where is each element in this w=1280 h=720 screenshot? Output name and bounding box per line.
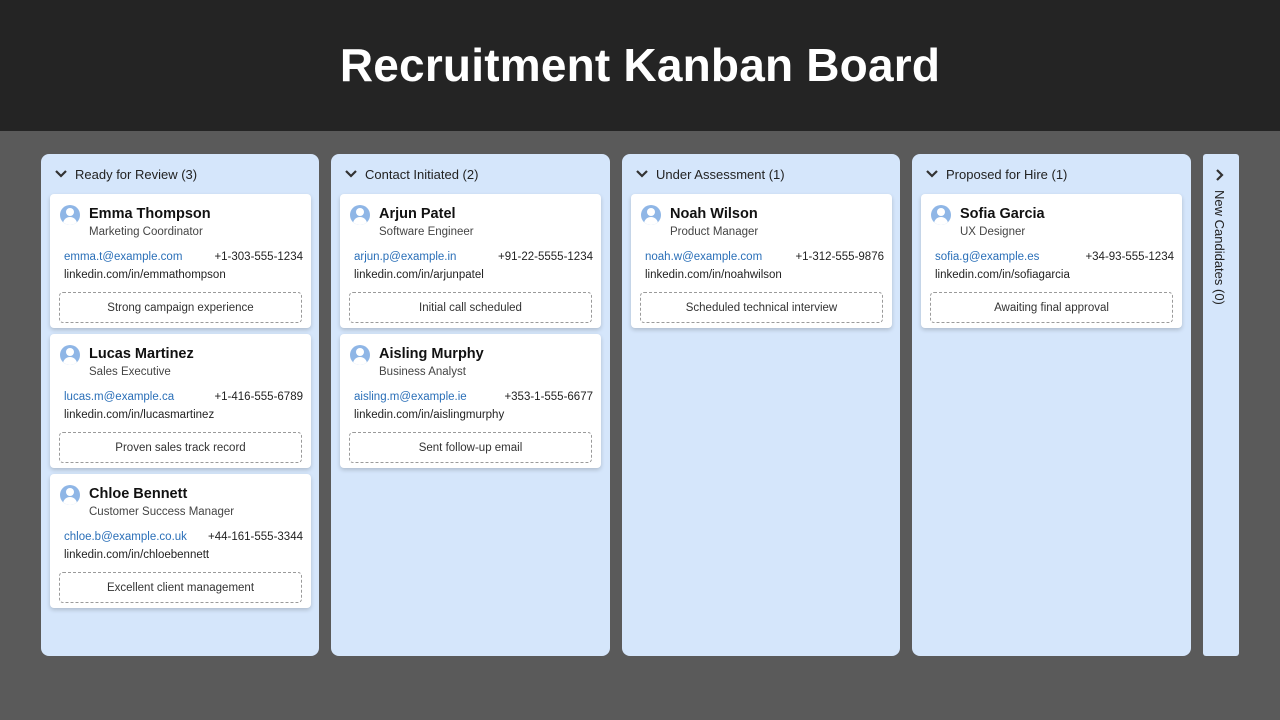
chevron-down-icon[interactable]: [634, 166, 650, 182]
candidate-note: Initial call scheduled: [349, 292, 592, 323]
board-header: Recruitment Kanban Board: [0, 0, 1280, 131]
candidate-email-link[interactable]: arjun.p@example.in: [354, 251, 457, 263]
column-ready-for-review: Ready for Review (3) Emma Thompson Marke…: [41, 154, 319, 656]
candidate-role: Customer Success Manager: [89, 506, 235, 518]
column-title: Proposed for Hire (1): [946, 166, 1068, 182]
column-title: Under Assessment (1): [656, 166, 785, 182]
candidate-note: Excellent client management: [59, 572, 302, 603]
column-contact-initiated: Contact Initiated (2) Arjun Patel Softwa…: [331, 154, 610, 656]
candidate-linkedin: linkedin.com/in/emmathompson: [64, 269, 226, 281]
candidate-card[interactable]: Lucas Martinez Sales Executive lucas.m@e…: [50, 334, 311, 468]
candidate-linkedin: linkedin.com/in/aislingmurphy: [354, 409, 505, 421]
candidate-note: Awaiting final approval: [930, 292, 1173, 323]
column-header[interactable]: Ready for Review (3): [41, 154, 319, 194]
candidate-note: Sent follow-up email: [349, 432, 592, 463]
candidate-phone: +34-93-555-1234: [1085, 251, 1174, 263]
candidate-linkedin: linkedin.com/in/sofiagarcia: [935, 269, 1070, 281]
candidate-role: Sales Executive: [89, 366, 171, 378]
candidate-email-link[interactable]: chloe.b@example.co.uk: [64, 531, 187, 543]
user-avatar-icon: [60, 345, 80, 365]
candidate-role: UX Designer: [960, 226, 1026, 238]
user-avatar-icon: [931, 205, 951, 225]
column-title: Ready for Review (3): [75, 166, 198, 182]
candidate-email-link[interactable]: lucas.m@example.ca: [64, 391, 175, 403]
candidate-name: Aisling Murphy: [379, 346, 484, 362]
column-title: Contact Initiated (2): [365, 166, 479, 182]
candidate-name: Emma Thompson: [89, 206, 211, 222]
chevron-down-icon[interactable]: [343, 166, 359, 182]
candidate-email-link[interactable]: aisling.m@example.ie: [354, 391, 467, 403]
column-header[interactable]: Proposed for Hire (1): [912, 154, 1191, 194]
candidate-name: Arjun Patel: [379, 206, 456, 222]
candidate-card[interactable]: Chloe Bennett Customer Success Manager c…: [50, 474, 311, 608]
candidate-linkedin: linkedin.com/in/arjunpatel: [354, 269, 484, 281]
candidate-note: Strong campaign experience: [59, 292, 302, 323]
candidate-card[interactable]: Arjun Patel Software Engineer arjun.p@ex…: [340, 194, 601, 328]
candidate-note: Proven sales track record: [59, 432, 302, 463]
candidate-phone: +1-303-555-1234: [214, 251, 303, 263]
candidate-role: Product Manager: [670, 226, 759, 238]
candidate-phone: +353-1-555-6677: [504, 391, 593, 403]
column-header[interactable]: Contact Initiated (2): [331, 154, 610, 194]
candidate-card[interactable]: Noah Wilson Product Manager noah.w@examp…: [631, 194, 892, 328]
candidate-linkedin: linkedin.com/in/lucasmartinez: [64, 409, 215, 421]
user-avatar-icon: [60, 485, 80, 505]
column-new-candidates-collapsed[interactable]: New Candidates (0): [1203, 154, 1239, 656]
column-under-assessment: Under Assessment (1) Noah Wilson Product…: [622, 154, 900, 656]
candidate-role: Business Analyst: [379, 366, 466, 378]
user-avatar-icon: [60, 205, 80, 225]
candidate-phone: +1-312-555-9876: [795, 251, 884, 263]
candidate-name: Sofia Garcia: [960, 206, 1045, 222]
candidate-role: Marketing Coordinator: [89, 226, 203, 238]
board-title: Recruitment Kanban Board: [339, 38, 941, 91]
candidate-phone: +1-416-555-6789: [214, 391, 303, 403]
column-proposed-for-hire: Proposed for Hire (1) Sofia Garcia UX De…: [912, 154, 1191, 656]
user-avatar-icon: [350, 205, 370, 225]
candidate-card[interactable]: Sofia Garcia UX Designer sofia.g@example…: [921, 194, 1182, 328]
user-avatar-icon: [641, 205, 661, 225]
chevron-down-icon[interactable]: [924, 166, 940, 182]
candidate-email-link[interactable]: noah.w@example.com: [645, 251, 763, 263]
candidate-role: Software Engineer: [379, 226, 474, 238]
chevron-right-icon[interactable]: [1213, 168, 1229, 184]
column-header[interactable]: Under Assessment (1): [622, 154, 900, 194]
collapsed-column-title: New Candidates (0): [1212, 190, 1227, 305]
candidate-email-link[interactable]: emma.t@example.com: [64, 251, 183, 263]
user-avatar-icon: [350, 345, 370, 365]
candidate-name: Lucas Martinez: [89, 346, 194, 362]
candidate-card[interactable]: Aisling Murphy Business Analyst aisling.…: [340, 334, 601, 468]
candidate-linkedin: linkedin.com/in/chloebennett: [64, 549, 210, 561]
chevron-down-icon[interactable]: [53, 166, 69, 182]
candidate-note: Scheduled technical interview: [640, 292, 883, 323]
candidate-phone: +44-161-555-3344: [208, 531, 303, 543]
candidate-linkedin: linkedin.com/in/noahwilson: [645, 269, 782, 281]
candidate-name: Chloe Bennett: [89, 486, 188, 502]
candidate-phone: +91-22-5555-1234: [498, 251, 593, 263]
candidate-card[interactable]: Emma Thompson Marketing Coordinator emma…: [50, 194, 311, 328]
candidate-name: Noah Wilson: [670, 206, 758, 222]
candidate-email-link[interactable]: sofia.g@example.es: [935, 251, 1040, 263]
